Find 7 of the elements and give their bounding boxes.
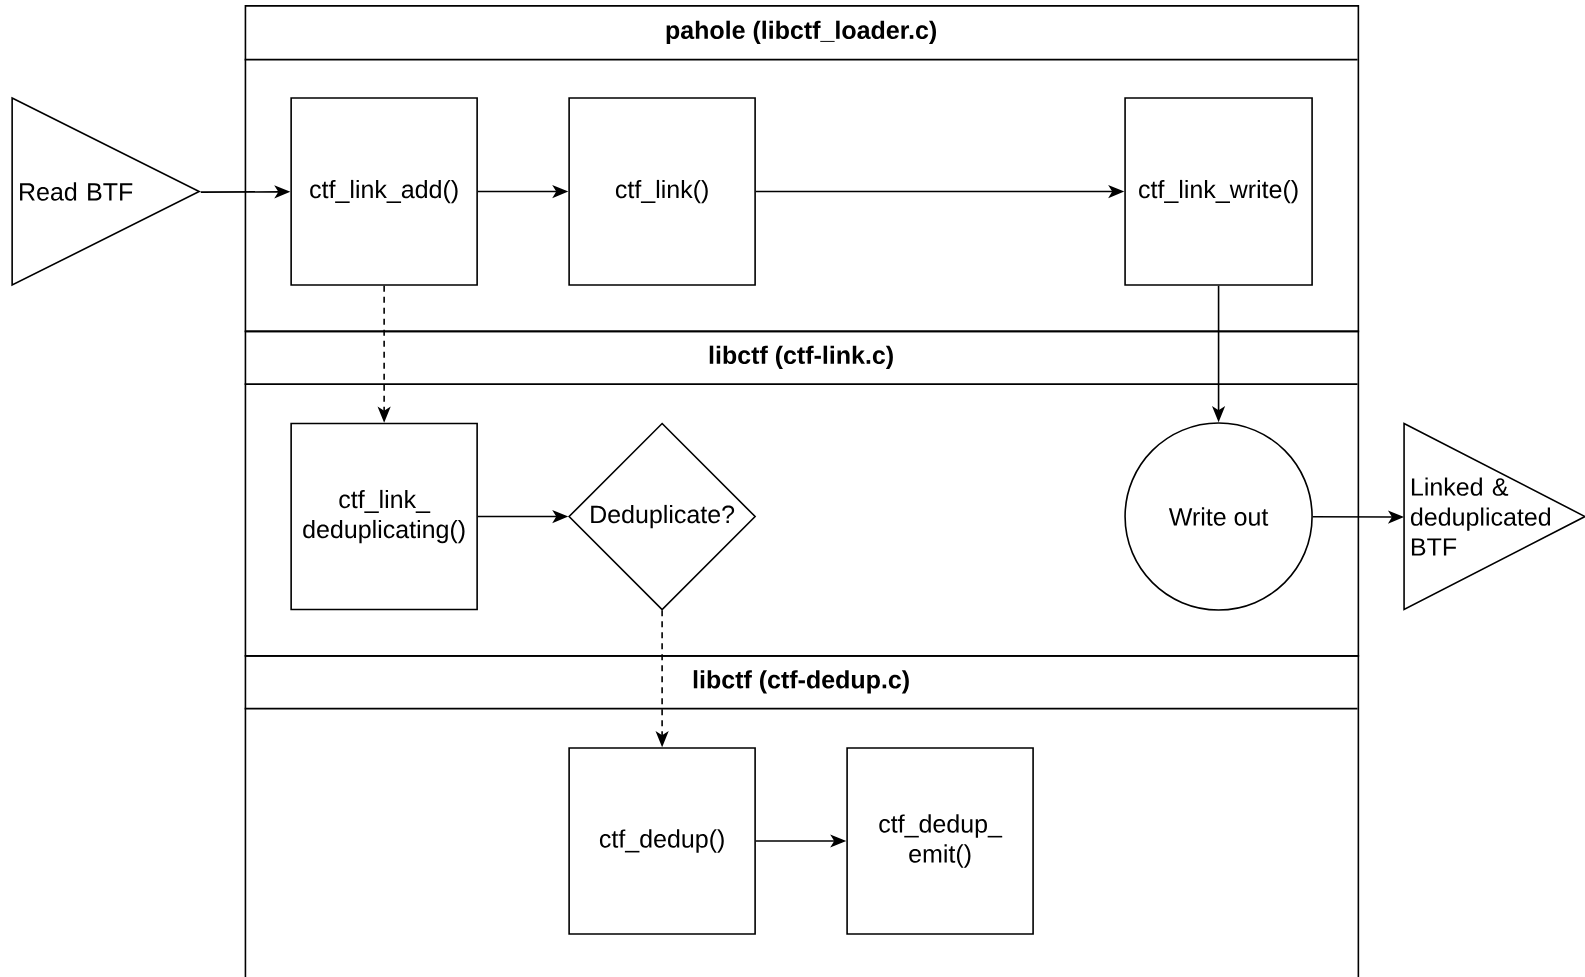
process-box: ctf_dedup_ emit() bbox=[846, 747, 1034, 935]
process-box: ctf_link_ deduplicating() bbox=[290, 422, 478, 611]
triangle-terminal: Linked & deduplicated BTF bbox=[1403, 422, 1585, 611]
process-box: ctf_dedup() bbox=[568, 747, 756, 935]
process-box: ctf_link_write() bbox=[1124, 97, 1313, 286]
process-box: ctf_link() bbox=[568, 97, 756, 286]
process-box: ctf_link_add() bbox=[290, 97, 478, 286]
